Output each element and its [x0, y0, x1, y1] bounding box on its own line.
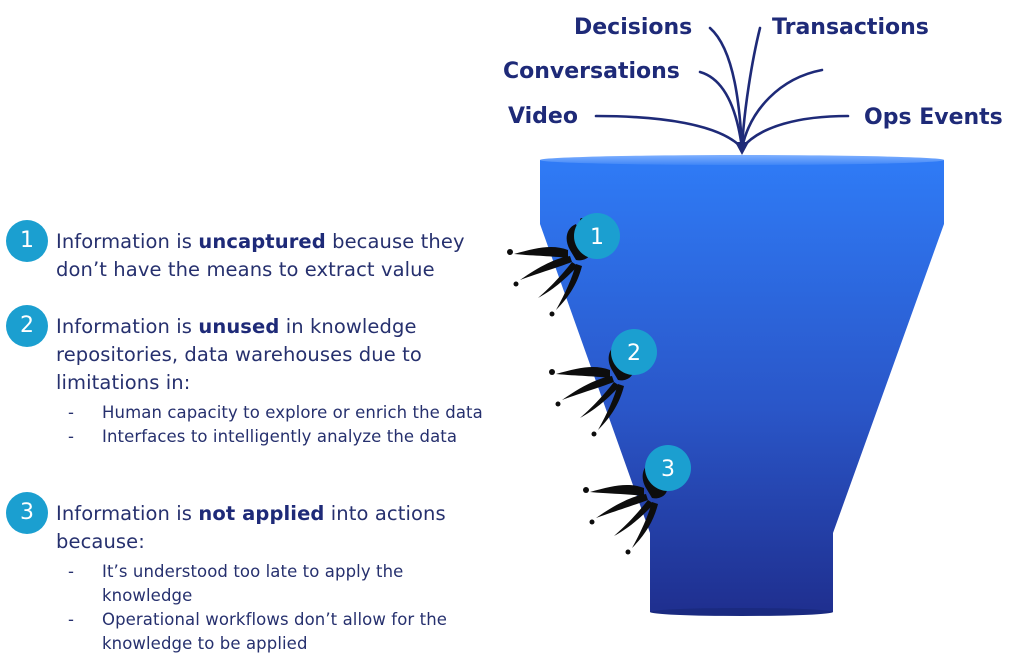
subitem-text: Interfaces to intelligently analyze the … — [102, 427, 458, 446]
source-labels: Decisions Transactions Conversations Vid… — [503, 15, 1003, 130]
point-text: Information is uncaptured because they d… — [56, 228, 496, 284]
marker-circle-2 — [611, 329, 657, 375]
stream-decisions — [708, 26, 744, 150]
marker-circle-3 — [645, 445, 691, 491]
sub-bullet: - — [68, 610, 75, 629]
point-suffix: in knowledge repositories, data warehous… — [56, 315, 422, 394]
subitem: - Interfaces to intelligently analyze the… — [56, 425, 496, 449]
funnel-rim — [540, 155, 944, 165]
funnel-markers: 1 2 3 — [574, 213, 691, 491]
stream-extra — [740, 68, 824, 150]
sub-bullet: - — [68, 403, 75, 422]
point-prefix: Information is — [56, 502, 199, 525]
point-subitems: - It’s understood too late to apply the k… — [56, 560, 496, 656]
point-badge: 3 — [6, 492, 48, 534]
streams-arrowhead — [735, 142, 749, 155]
source-label-conversations: Conversations — [503, 59, 680, 84]
point-emphasis: not applied — [198, 502, 325, 525]
subitem: - Human capacity to explore or enrich the… — [56, 401, 496, 425]
stream-transactions — [740, 26, 762, 150]
source-label-transactions: Transactions — [772, 15, 929, 40]
sub-bullet: - — [68, 562, 75, 581]
point-badge: 1 — [6, 220, 48, 262]
source-label-video: Video — [508, 104, 578, 129]
marker-number-1: 1 — [590, 225, 604, 250]
point-suffix: into actions because: — [56, 502, 446, 553]
source-label-ops-events: Ops Events — [864, 105, 1003, 130]
funnel-base — [650, 608, 833, 616]
stream-video — [594, 114, 744, 150]
points-list: 1 Information is uncaptured because they… — [6, 220, 496, 656]
subitem-text: It’s understood too late to apply the kn… — [102, 562, 404, 605]
point-emphasis: unused — [198, 315, 280, 338]
point-badge: 2 — [6, 305, 48, 347]
subitem-text: Human capacity to explore or enrich the … — [102, 403, 483, 422]
point-prefix: Information is — [56, 315, 199, 338]
sub-bullet: - — [68, 427, 75, 446]
subitem: - Operational workflows don’t allow for t… — [56, 608, 496, 656]
subitem-text: Operational workflows don’t allow for th… — [102, 610, 448, 653]
subitem: - It’s understood too late to apply the k… — [56, 560, 496, 608]
marker-number-2: 2 — [627, 341, 641, 366]
point-text: Information is unused in knowledge repos… — [56, 313, 496, 449]
point-emphasis: uncaptured — [198, 230, 326, 253]
source-streams — [594, 26, 850, 150]
point-suffix: because they don’t have the means to ext… — [56, 230, 465, 281]
point-text: Information is not applied into actions … — [56, 500, 496, 656]
stream-ops-events — [740, 114, 850, 150]
marker-number-3: 3 — [661, 457, 675, 482]
source-label-decisions: Decisions — [574, 15, 692, 40]
point-prefix: Information is — [56, 230, 199, 253]
point-subitems: - Human capacity to explore or enrich the… — [56, 401, 496, 449]
stream-conversations — [698, 70, 744, 150]
marker-circle-1 — [574, 213, 620, 259]
